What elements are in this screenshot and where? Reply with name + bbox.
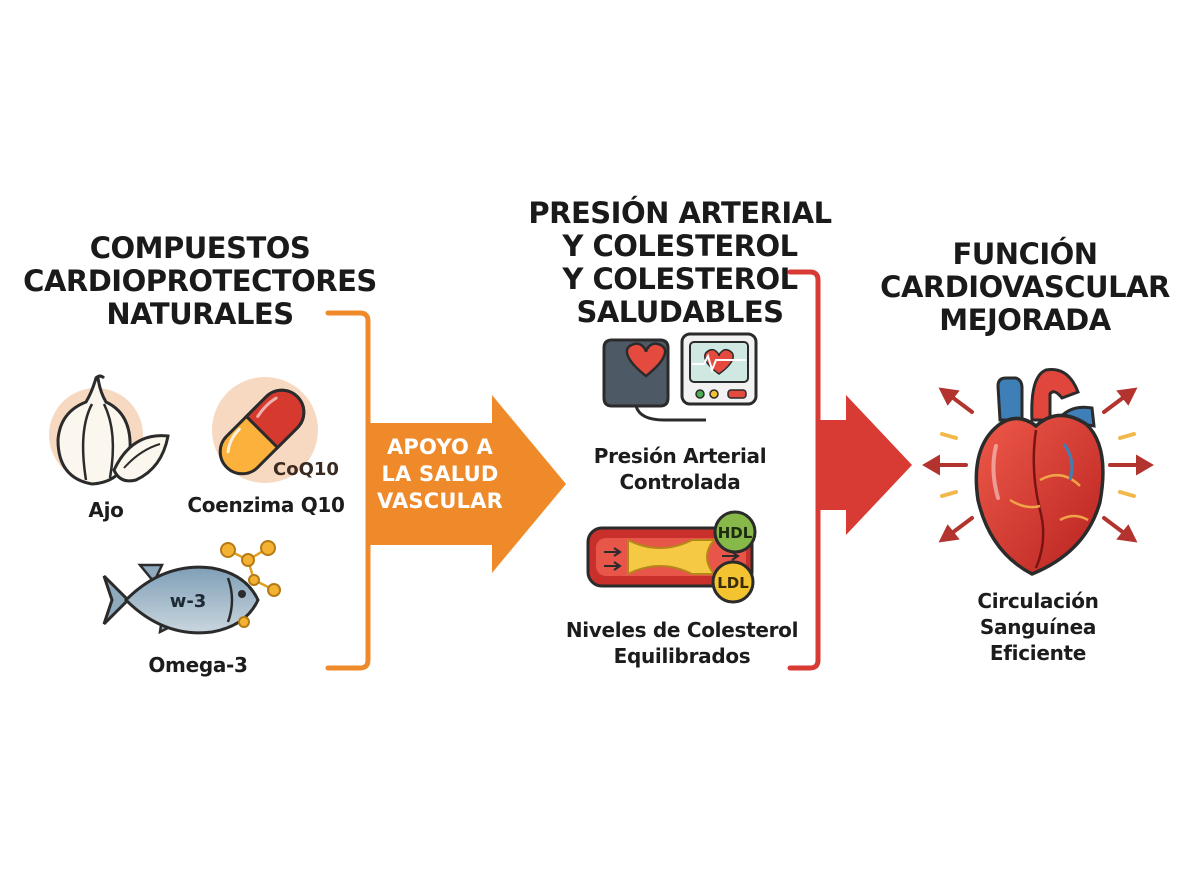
- left-bracket: [325, 310, 371, 671]
- capsule-icon: CoQ10: [212, 377, 339, 483]
- left-heading: COMPUESTOS CARDIOPROTECTORES NATURALES: [20, 232, 380, 331]
- support-arrow-line: LA SALUD: [381, 462, 499, 486]
- left-heading-line: CARDIOPROTECTORES: [23, 264, 377, 298]
- garlic-icon: [49, 374, 170, 486]
- circulation-label-line: Circulación: [977, 589, 1099, 613]
- support-arrow-line: APOYO A: [386, 435, 494, 459]
- left-heading-line: NATURALES: [106, 297, 294, 331]
- result-arrow: [820, 395, 912, 535]
- ldl-badge: LDL: [717, 574, 749, 592]
- heart-icon: [922, 367, 1154, 576]
- capsule-text: CoQ10: [273, 459, 339, 480]
- middle-heading-line: Y COLESTEROL: [562, 229, 798, 263]
- right-heading-line: MEJORADA: [939, 303, 1111, 337]
- coq10-label: Coenzima Q10: [176, 492, 356, 518]
- support-arrow-line: VASCULAR: [376, 489, 504, 513]
- circulation-label-line: Eficiente: [989, 641, 1087, 665]
- chol-label-line: Niveles de Colesterol: [565, 618, 799, 642]
- right-heading-line: CARDIOVASCULAR: [880, 270, 1170, 304]
- coq10-label-text: Coenzima Q10: [187, 493, 345, 517]
- middle-heading: PRESIÓN ARTERIAL Y COLESTEROL Y COLESTER…: [520, 197, 840, 329]
- support-arrow-label: APOYO A LA SALUD VASCULAR: [370, 434, 510, 515]
- support-arrow: [370, 395, 566, 573]
- middle-heading-line: Y COLESTEROL: [562, 262, 798, 296]
- right-heading-line: FUNCIÓN: [952, 237, 1098, 271]
- middle-heading-line: SALUDABLES: [576, 295, 784, 329]
- blood-pressure-monitor-icon: [602, 332, 758, 422]
- right-heading: FUNCIÓN CARDIOVASCULAR MEJORADA: [860, 238, 1190, 337]
- bp-label-line: Controlada: [619, 470, 741, 494]
- hdl-badge: HDL: [718, 524, 753, 542]
- bp-label: Presión Arterial Controlada: [570, 443, 790, 495]
- circulation-label: Circulación Sanguínea Eficiente: [948, 588, 1128, 666]
- middle-bracket: [787, 269, 821, 671]
- artery-icon: HDL LDL: [586, 510, 757, 604]
- omega-label-text: Omega-3: [148, 653, 248, 677]
- left-heading-line: COMPUESTOS: [89, 231, 311, 265]
- fish-text: w-3: [170, 591, 207, 612]
- omega-label: Omega-3: [128, 652, 268, 678]
- middle-heading-line: PRESIÓN ARTERIAL: [528, 196, 832, 230]
- garlic-label: Ajo: [56, 497, 156, 523]
- chol-label: Niveles de Colesterol Equilibrados: [552, 617, 812, 669]
- garlic-label-text: Ajo: [88, 498, 124, 522]
- fish-icon: w-3: [102, 540, 281, 635]
- chol-label-line: Equilibrados: [613, 644, 751, 668]
- circulation-label-line: Sanguínea: [979, 615, 1097, 639]
- bp-label-line: Presión Arterial: [593, 444, 767, 468]
